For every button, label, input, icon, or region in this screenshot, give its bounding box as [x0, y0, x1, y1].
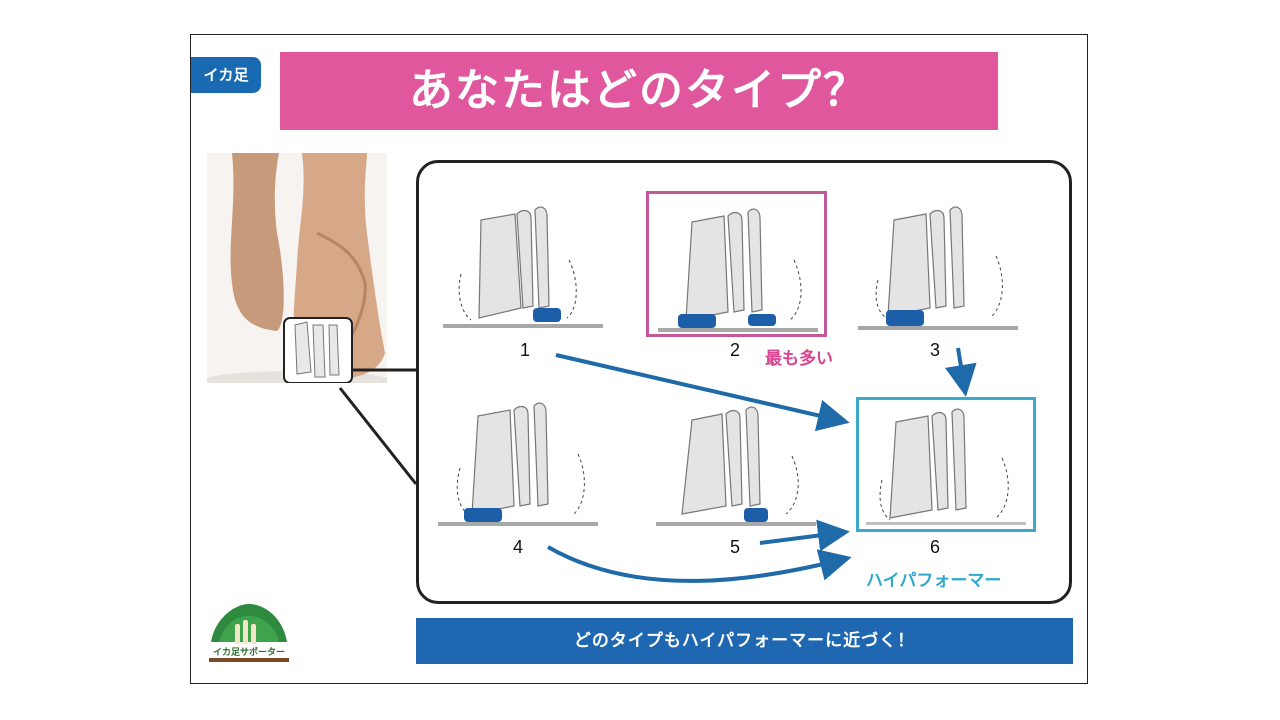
- type-number-4: 4: [512, 537, 523, 557]
- highlight-frame-type-2: [646, 191, 827, 337]
- most-common-label: 最も多い: [765, 349, 833, 369]
- type-number-2: 2: [729, 340, 740, 360]
- bone-diagram-type-5: [656, 406, 816, 526]
- type-number-5: 5: [729, 537, 740, 557]
- bone-diagram-type-6: [866, 408, 1026, 525]
- bottom-message-banner: どのタイプもハイパフォーマーに近づく！: [416, 618, 1073, 664]
- bone-diagram-type-1: [443, 206, 603, 328]
- svg-text:イカ足サポーター: イカ足サポーター: [213, 646, 285, 658]
- category-tag: イカ足: [191, 57, 261, 93]
- type-number-6: 6: [929, 537, 940, 557]
- highlight-frame-type-6: [856, 397, 1036, 532]
- bone-diagram-type-3: [858, 206, 1018, 330]
- bone-diagram-type-2: [658, 208, 818, 332]
- type-number-1: 1: [519, 340, 530, 360]
- foot-photo: [207, 153, 387, 383]
- high-performer-label: ハイパフォーマー: [866, 571, 1002, 591]
- bone-diagram-type-4: [438, 402, 598, 526]
- page-title: あなたはどのタイプ？: [280, 52, 998, 130]
- supporter-logo: イカ足サポーター: [209, 604, 289, 662]
- type-number-3: 3: [929, 340, 940, 360]
